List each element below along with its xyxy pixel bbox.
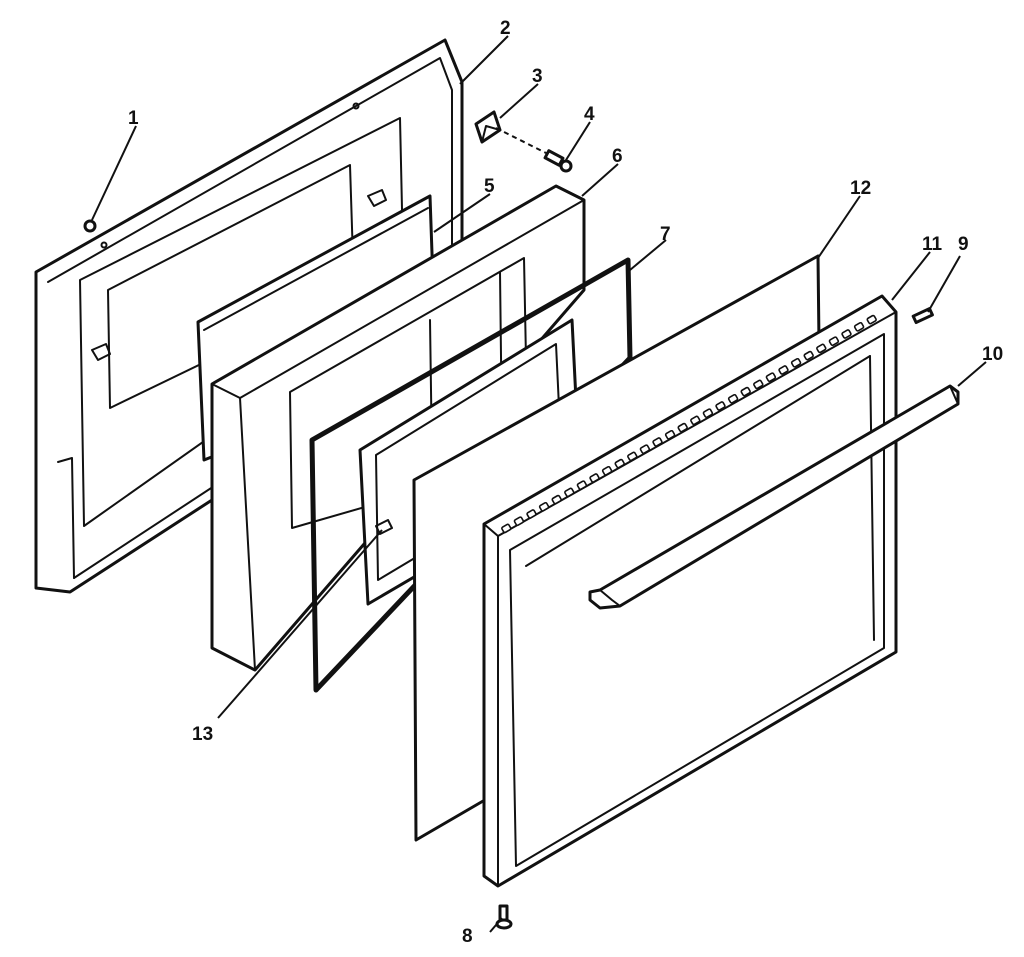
callout-9: 9 [958, 234, 969, 255]
vent-slot [589, 473, 600, 483]
callout-1: 1 [128, 108, 139, 129]
vent-slot [853, 321, 865, 332]
vent-slot [727, 393, 739, 404]
callout-8: 8 [462, 926, 473, 947]
vent-slot [614, 458, 625, 469]
callout-4: 4 [584, 104, 595, 125]
vent-slot [740, 386, 751, 397]
part-9-screw [911, 307, 934, 325]
part-10-door-handle [588, 384, 960, 610]
vent-slot [526, 509, 537, 519]
vent-slot [866, 314, 877, 325]
vent-slot [652, 437, 663, 447]
callout-labels: 1 2 3 4 5 6 7 8 9 10 11 12 13 [128, 18, 1003, 947]
callout-7: 7 [660, 224, 671, 245]
callout-3: 3 [532, 66, 543, 87]
vent-slot [627, 451, 638, 462]
callout-10: 10 [982, 344, 1003, 365]
vent-slot [538, 501, 550, 512]
part-11-outer-door-panel [482, 294, 898, 888]
vent-slots [501, 314, 877, 534]
vent-slot [790, 357, 802, 368]
callout-6: 6 [612, 146, 623, 167]
vent-slot [715, 401, 726, 411]
vent-slot [501, 523, 512, 534]
vent-slot [778, 365, 789, 375]
vent-slot [841, 329, 852, 339]
vent-slot [639, 444, 651, 455]
part-4-screw [495, 127, 573, 173]
callout-13: 13 [192, 724, 213, 745]
vent-slot [576, 480, 588, 491]
part-8-screw [495, 904, 513, 930]
vent-slot [677, 422, 688, 433]
callout-2: 2 [500, 18, 511, 39]
vent-slot [564, 487, 575, 498]
vent-slot [513, 516, 525, 527]
vent-slot [690, 415, 701, 426]
leader-lines [91, 35, 987, 933]
vent-slot [828, 336, 840, 347]
callout-5: 5 [484, 176, 495, 197]
vent-slot [803, 350, 814, 361]
vent-slot [601, 465, 613, 476]
part-1-plug-button [83, 219, 97, 233]
vent-slot [765, 372, 777, 383]
vent-slot [664, 429, 676, 440]
callout-11: 11 [922, 234, 943, 255]
part-3-hinge-bracket [474, 110, 502, 144]
vent-slot [816, 343, 827, 354]
vent-slot [702, 408, 714, 419]
callout-12: 12 [850, 178, 871, 199]
vent-slot [753, 379, 764, 390]
vent-slot [551, 494, 562, 505]
